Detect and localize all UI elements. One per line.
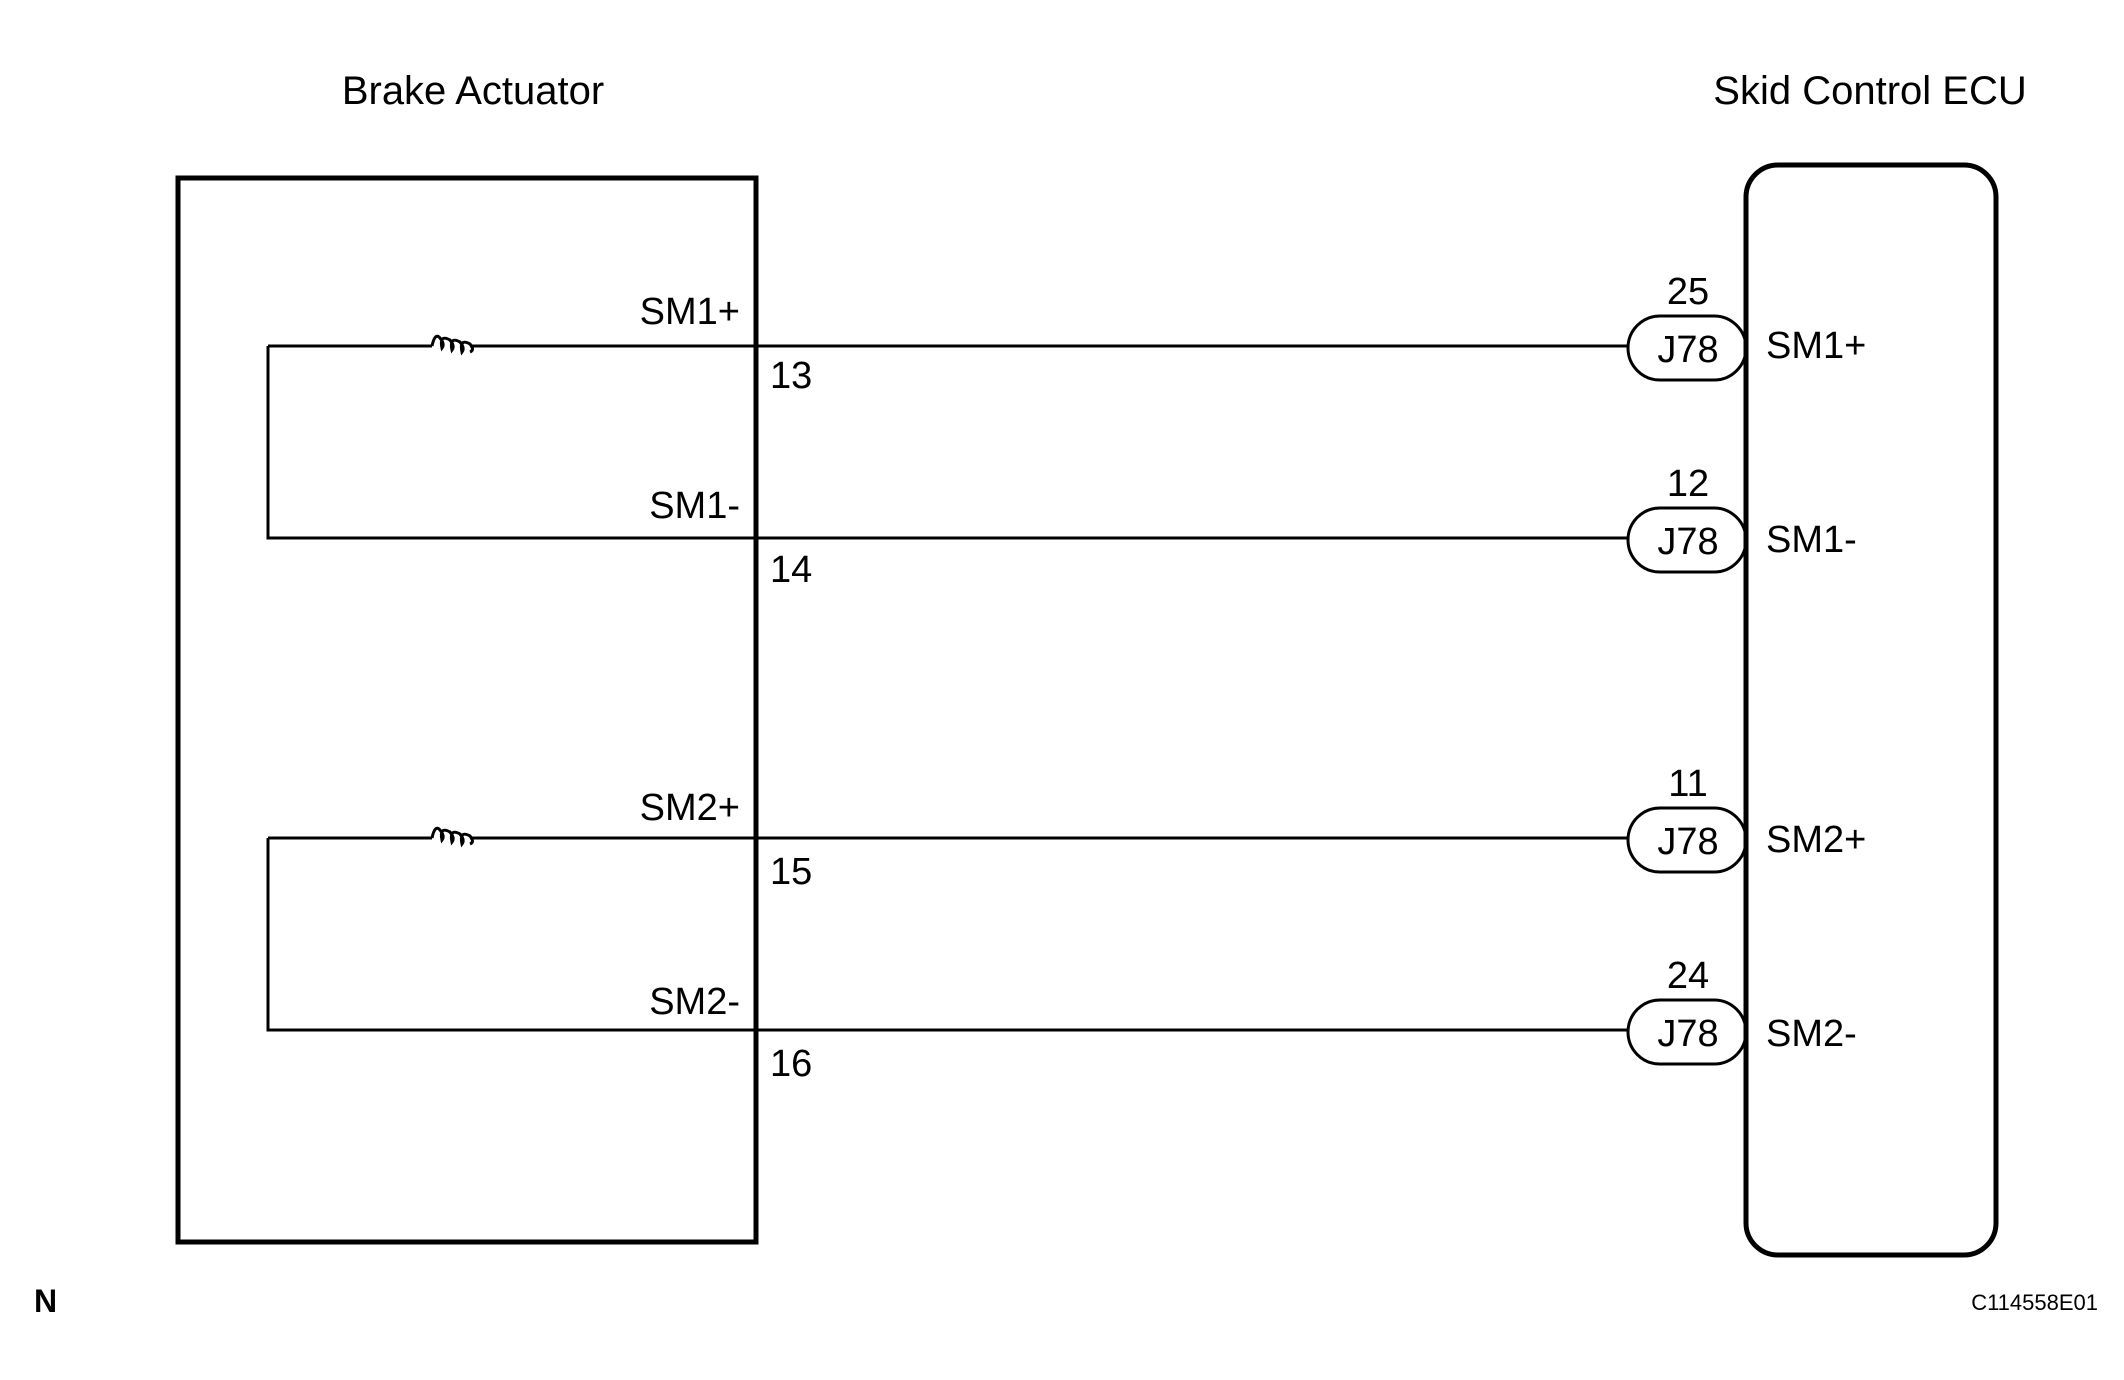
brake-actuator-title: Brake Actuator <box>342 69 604 113</box>
inductor-icon <box>430 826 474 848</box>
connector-label: J78 <box>1657 521 1718 563</box>
connector-pill <box>1626 998 1748 1066</box>
brake-actuator-box <box>175 175 759 1245</box>
ecu-pin-number: 24 <box>1667 955 1709 997</box>
wire-sm1-minus <box>266 346 1628 540</box>
actuator-pin-16: 16 <box>770 1043 812 1085</box>
connector-label: J78 <box>1657 1013 1718 1055</box>
inductor-icon <box>430 334 474 356</box>
diagram-code: C114558E01 <box>1971 1290 2098 1315</box>
ecu-connector-3: 11 J78 SM2+ <box>1626 763 1866 874</box>
diagram-marker: N <box>34 1283 57 1319</box>
skid-control-ecu-box <box>1743 162 1999 1258</box>
ecu-pin-number: 25 <box>1667 271 1709 313</box>
ecu-signal-label: SM2- <box>1766 1013 1857 1055</box>
actuator-pin-13: 13 <box>770 355 812 397</box>
ecu-connector-2: 12 J78 SM1- <box>1626 463 1857 574</box>
connector-pill <box>1626 806 1748 874</box>
skid-control-ecu-title: Skid Control ECU <box>1713 69 2026 113</box>
connector-pill <box>1626 506 1748 574</box>
ecu-signal-label: SM2+ <box>1766 819 1866 861</box>
connector-pill <box>1626 314 1748 382</box>
ecu-pin-number: 11 <box>1668 763 1707 805</box>
motor-coil-2 <box>266 826 1628 1032</box>
ecu-signal-label: SM1+ <box>1766 325 1866 367</box>
wire-sm2-minus <box>266 838 1628 1032</box>
ecu-signal-label: SM1- <box>1766 519 1857 561</box>
actuator-pin-15: 15 <box>770 851 812 893</box>
actuator-pin-14: 14 <box>770 549 812 591</box>
actuator-signal-sm2-plus: SM2+ <box>640 787 740 829</box>
actuator-signal-sm1-plus: SM1+ <box>640 291 740 333</box>
connector-label: J78 <box>1657 821 1718 863</box>
motor-coil-1 <box>266 334 1628 540</box>
connector-label: J78 <box>1657 329 1718 371</box>
ecu-pin-number: 12 <box>1667 463 1709 505</box>
actuator-signal-sm2-minus: SM2- <box>649 981 740 1023</box>
ecu-connector-4: 24 J78 SM2- <box>1626 955 1857 1066</box>
ecu-connector-1: 25 J78 SM1+ <box>1626 271 1866 382</box>
actuator-signal-sm1-minus: SM1- <box>649 485 740 527</box>
